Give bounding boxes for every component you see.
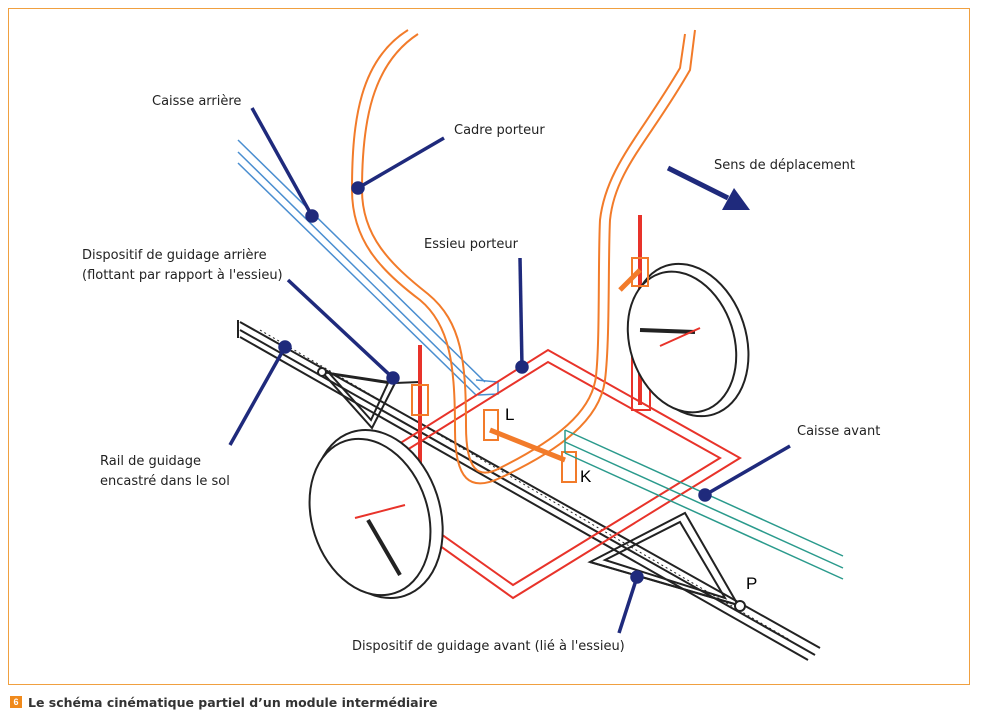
label-rail-2: encastré dans le sol [100, 474, 230, 489]
figure-number-badge: 6 [10, 696, 22, 708]
rear-carbody [237, 139, 499, 396]
point-P: P [746, 574, 758, 593]
point-K: K [580, 467, 592, 486]
pointers [228, 107, 791, 634]
label-guidage-avant: Dispositif de guidage avant (lié à l'ess… [352, 639, 625, 654]
rear-wheel [308, 428, 444, 600]
label-sens-deplacement: Sens de déplacement [714, 158, 856, 173]
label-cadre-porteur: Cadre porteur [454, 123, 545, 138]
carrying-frame [350, 29, 696, 485]
label-caisse-avant: Caisse avant [797, 424, 881, 439]
label-caisse-arriere: Caisse arrière [152, 94, 242, 109]
label-rail-1: Rail de guidage [100, 454, 202, 469]
front-carbody [564, 429, 844, 580]
caption-text: Le schéma cinématique partiel d’un modul… [28, 694, 438, 710]
label-guidage-arriere-1: Dispositif de guidage arrière [82, 248, 267, 263]
label-essieu-porteur: Essieu porteur [424, 237, 518, 252]
front-guiding-device [587, 511, 746, 612]
figure-caption: 6 Le schéma cinématique partiel d’un mod… [10, 693, 438, 711]
figure-frame [8, 8, 970, 685]
label-guidage-arriere-2: (flottant par rapport à l'essieu) [82, 268, 283, 283]
direction-arrow [666, 165, 750, 210]
point-L: L [505, 405, 515, 424]
front-wheel [626, 262, 750, 418]
rear-guiding-device [317, 367, 421, 430]
